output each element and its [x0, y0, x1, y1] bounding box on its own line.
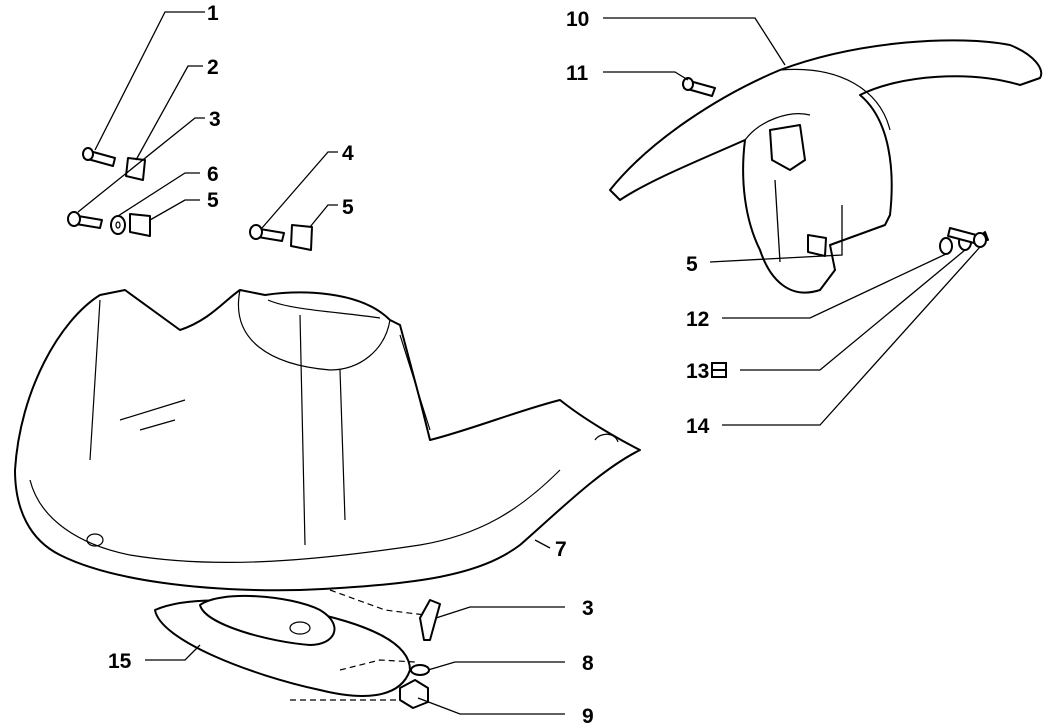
grommet-part-15 [154, 594, 411, 697]
screw-part-4 [249, 224, 285, 242]
nut-part-9 [399, 679, 429, 709]
front-mudguard-part-10 [609, 39, 1043, 294]
screw-part-11 [682, 77, 716, 97]
washer-part-6 [110, 215, 126, 235]
clip-nut-part-5 [129, 213, 151, 237]
callout-3: 3 [209, 108, 221, 131]
callout-2: 2 [207, 56, 219, 79]
callout-14: 14 [686, 415, 710, 438]
screw-part-1 [82, 147, 116, 167]
screw-part-3-b [419, 599, 441, 641]
screw-part-14 [947, 227, 989, 248]
clip-nut-part-2 [125, 157, 146, 181]
clip-nut-part-5-c [807, 234, 827, 257]
front-shield-part-7 [14, 289, 641, 592]
leader-lines [77, 11, 981, 715]
clip-nut-part-5-b [290, 224, 313, 251]
callout-5-c: 5 [686, 253, 698, 276]
callout-10: 10 [566, 8, 589, 31]
screw-part-3 [67, 211, 103, 229]
callout-5-b: 5 [342, 196, 354, 219]
callout-13: 13 [686, 360, 709, 383]
callout-5: 5 [207, 189, 219, 212]
washer-part-8 [410, 664, 430, 676]
boxed-symbol-icon [711, 362, 727, 378]
callout-1: 1 [207, 2, 219, 25]
callout-4: 4 [342, 142, 354, 165]
callout-9: 9 [582, 705, 594, 725]
washer-part-12 [939, 237, 953, 255]
callout-3-b: 3 [582, 597, 594, 620]
callout-8: 8 [582, 652, 594, 675]
callout-12: 12 [686, 308, 709, 331]
callout-6: 6 [207, 163, 219, 186]
callout-11: 11 [566, 62, 589, 85]
callout-7: 7 [555, 538, 567, 561]
callout-15: 15 [108, 650, 132, 673]
